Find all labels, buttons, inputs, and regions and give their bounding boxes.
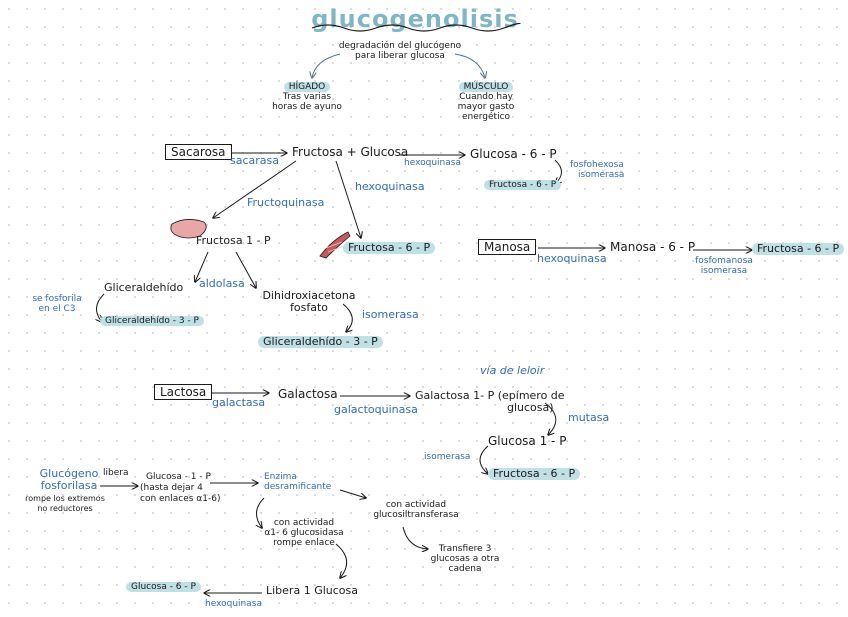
hexoquinasa-label-2: hexoquinasa — [355, 181, 425, 193]
sacarosa-box: Sacarosa — [165, 144, 232, 160]
fructosa-glucosa: Fructosa + Glucosa — [292, 146, 408, 158]
glucosidasa-line-3: rompe enlace — [254, 538, 354, 548]
gliceraldehido-3p-a: Gliceraldehído - 3 - P — [100, 316, 204, 326]
fructosa-1p: Fructosa 1 - P — [196, 235, 271, 247]
arrow-fructoquinasa — [213, 161, 296, 218]
fructoquinasa-label: Fructoquinasa — [247, 197, 324, 209]
manosa-6p: Manosa - 6 - P — [610, 241, 695, 253]
galactosa-1p-note: glucosa) — [415, 402, 565, 414]
isomerasa-label: isomerasa — [362, 309, 419, 321]
higado-label: HÍGADO — [284, 82, 331, 92]
musculo-line-3: energético — [438, 112, 534, 122]
arrow-glucosil — [340, 490, 366, 498]
musculo-line-1: Cuando hay — [438, 92, 534, 102]
via-leloir: vía de leloir — [480, 365, 544, 377]
title-squiggle — [308, 20, 528, 40]
isomerasa-leloir: isomerasa — [424, 452, 470, 462]
libera-glucosa: Libera 1 Glucosa — [266, 585, 358, 597]
fructosa-6p-b: Fructosa - 6 - P — [343, 242, 435, 254]
fosfohexosa-isomerasa-label: isomerasa — [570, 170, 624, 180]
musculo-line-2: mayor gasto — [438, 102, 534, 112]
higado-line-2: horas de ayuno — [264, 102, 350, 112]
desram-line-2: desramificante — [264, 482, 331, 492]
lactosa-box: Lactosa — [154, 384, 212, 400]
musculo-label: MÚSCULO — [459, 82, 514, 92]
glucosidasa-line-1: con actividad — [254, 518, 354, 528]
glucosil-line-2: glucosiltransferasa — [366, 510, 466, 520]
glucosa-6p-final: Glucosa - 6 - P — [126, 582, 201, 592]
fosfomanosa-label: fosfomanosa — [686, 256, 762, 266]
fosforila-line-2: en el C3 — [28, 304, 86, 314]
glucosa-1p-note-2: con enlaces α1-6) — [140, 494, 220, 505]
arrow-isomerasa-leloir — [480, 446, 488, 474]
arrow-transfiere — [403, 527, 428, 549]
fructosa-6p-leloir: Fructosa - 6 - P — [488, 468, 580, 480]
glucosa-1p-note-1: (hasta dejar 4 — [140, 483, 220, 494]
fosforila-line-1: se fosforila — [28, 294, 86, 304]
libera-label: libera — [103, 468, 128, 478]
fructosa-6p-manosa: Fructosa - 6 - P — [752, 243, 844, 255]
glucogeno-line-2: fosforilasa — [36, 480, 102, 492]
glucosa-1p-gluc: Glucosa - 1 - P — [140, 472, 220, 483]
higado-line-1: Tras varias — [264, 92, 350, 102]
mutasa-label: mutasa — [568, 412, 609, 424]
definition-line-2: para liberar glucosa — [330, 51, 470, 61]
sacarasa-enzyme: sacarasa — [230, 155, 279, 167]
manosa-box: Manosa — [478, 239, 536, 255]
gliceraldehido-3p-b: Gliceraldehído - 3 - P — [258, 336, 383, 348]
glucogeno-note-1: rompe los extremos — [20, 494, 110, 504]
galactasa-label: galactasa — [212, 397, 265, 409]
hexoquinasa-final: hexoquinasa — [205, 599, 262, 609]
transfiere-line-3: cadena — [426, 564, 504, 574]
aldolasa-label: aldolasa — [199, 278, 245, 290]
fosfohexosa-label: fosfohexosa — [570, 160, 624, 170]
glucogeno-note-2: no reductores — [20, 504, 110, 514]
galactosa: Galactosa — [278, 388, 338, 400]
hexoquinasa-manosa: hexoquinasa — [537, 253, 607, 265]
desram-line-1: Enzima — [264, 472, 331, 482]
fosfomanosa-isomerasa-label: isomerasa — [686, 266, 762, 276]
galactoquinasa-label: galactoquinasa — [334, 404, 418, 416]
dihidroxi-line-2: fosfato — [254, 302, 364, 314]
transfiere-line-2: glucosas a otra — [426, 554, 504, 564]
glucosa-1p: Glucosa 1 - P — [488, 435, 566, 447]
glucosil-line-1: con actividad — [366, 500, 466, 510]
gliceraldehido: Gliceraldehído — [104, 282, 183, 294]
arrow-libera-glucosa — [336, 544, 347, 578]
fructosa-6p-a: Fructosa - 6 - P — [484, 180, 561, 190]
glucosidasa-line-2: α1- 6 glucosidasa — [254, 528, 354, 538]
transfiere-line-1: Transfiere 3 — [426, 544, 504, 554]
definition-line-1: degradación del glucógeno — [330, 41, 470, 51]
arrow-hexoquinasa-2 — [336, 161, 361, 238]
hexoquinasa-label-1: hexoquinasa — [404, 158, 461, 168]
glucosa-6p: Glucosa - 6 - P — [470, 148, 557, 160]
